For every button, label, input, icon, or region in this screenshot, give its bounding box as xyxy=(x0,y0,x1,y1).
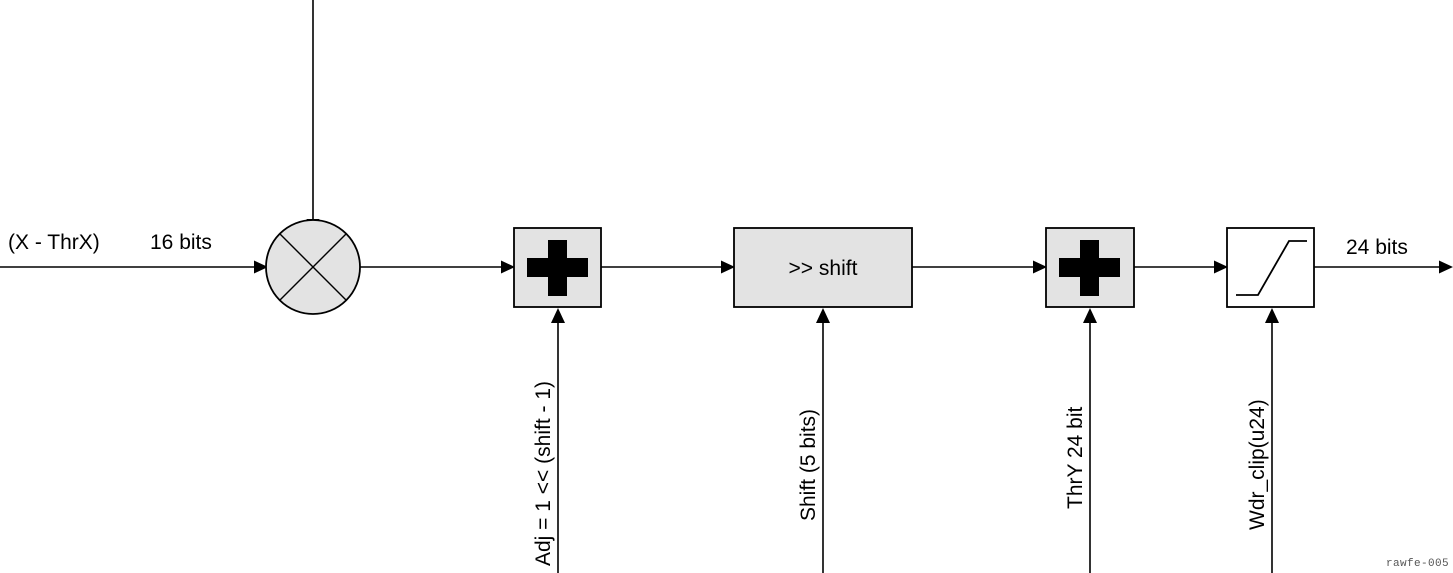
arrowhead-output xyxy=(1439,260,1453,274)
arrowhead-shift-in xyxy=(721,260,735,274)
figure-id-tag: rawfe-005 xyxy=(1386,558,1449,570)
thry-port-label: ThrY 24 bit xyxy=(1064,407,1087,509)
adder-thry-plus-icon xyxy=(1059,240,1120,296)
adj-port-label: Adj = 1 << (shift - 1) xyxy=(532,381,555,566)
input-expression-label: (X - ThrX) xyxy=(8,231,100,254)
clip-block[interactable] xyxy=(1226,227,1315,308)
adder-thry-block[interactable] xyxy=(1045,227,1135,308)
shift-box xyxy=(733,227,913,308)
input-bitwidth-label: 16 bits xyxy=(150,231,212,254)
shift-block[interactable]: >> shift xyxy=(733,227,913,308)
output-bitwidth-label: 24 bits xyxy=(1346,236,1408,259)
multiplier-x-stroke-2 xyxy=(279,233,347,301)
shift-block-label: >> shift xyxy=(789,257,858,280)
arrowhead-clip-in xyxy=(1214,260,1228,274)
arrowhead-input-multiplier xyxy=(254,260,268,274)
arrowhead-adder-adj-in xyxy=(501,260,515,274)
arrowhead-adder-thry-in xyxy=(1033,260,1047,274)
adder-adj-plus-icon xyxy=(527,240,588,296)
arrowhead-thry-adder xyxy=(1083,308,1097,323)
arrowhead-adj-adder xyxy=(551,308,565,323)
saturation-curve-icon xyxy=(1236,240,1307,296)
arrowhead-wdrclip-clip xyxy=(1265,308,1279,323)
shift-port-label: Shift (5 bits) xyxy=(797,409,820,521)
wdrclip-port-label: Wdr_clip(u24) xyxy=(1246,399,1269,530)
multiplier-block[interactable] xyxy=(265,219,361,315)
arrowhead-shift-shifter xyxy=(816,308,830,323)
adder-adj-block[interactable] xyxy=(513,227,602,308)
